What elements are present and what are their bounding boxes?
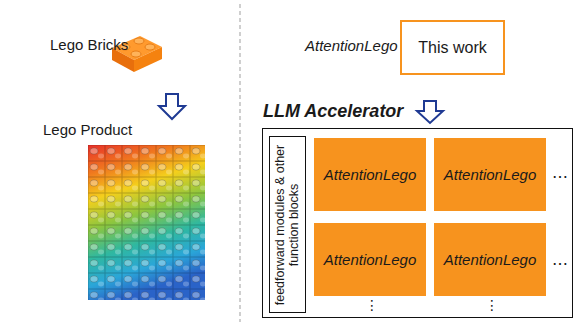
vertical-label: feedforward modules & other function blo… [274,140,302,309]
text-label: … [552,163,568,182]
attention-block: AttentionLego [314,223,426,296]
accelerator-box: LLM Acceleratorfeedforward modules & oth… [262,128,573,318]
box-label: This work [418,39,486,57]
text-label: AttentionLego [305,37,398,54]
attention-block: AttentionLego [434,223,546,296]
attention-block: AttentionLego [434,138,546,211]
text-label: ⋮ [485,297,499,313]
block-label: AttentionLego [444,166,537,183]
text-label: ⋮ [365,297,379,313]
function-block-box: feedforward modules & other function blo… [269,136,306,313]
divider-line [239,4,240,322]
block-label: AttentionLego [444,251,537,268]
text-label: Lego Product [43,121,132,138]
attention-block: AttentionLego [314,138,426,211]
block-arrow [417,101,443,123]
block-label: AttentionLego [324,166,417,183]
accelerator-heading: LLM Accelerator [263,101,403,122]
text-label: Lego Bricks [50,36,128,53]
highlight-box: This work [400,20,505,75]
down-arrow [159,94,185,119]
text-label: … [552,250,568,269]
block-label: AttentionLego [324,251,417,268]
lego-product-photo [88,145,205,300]
